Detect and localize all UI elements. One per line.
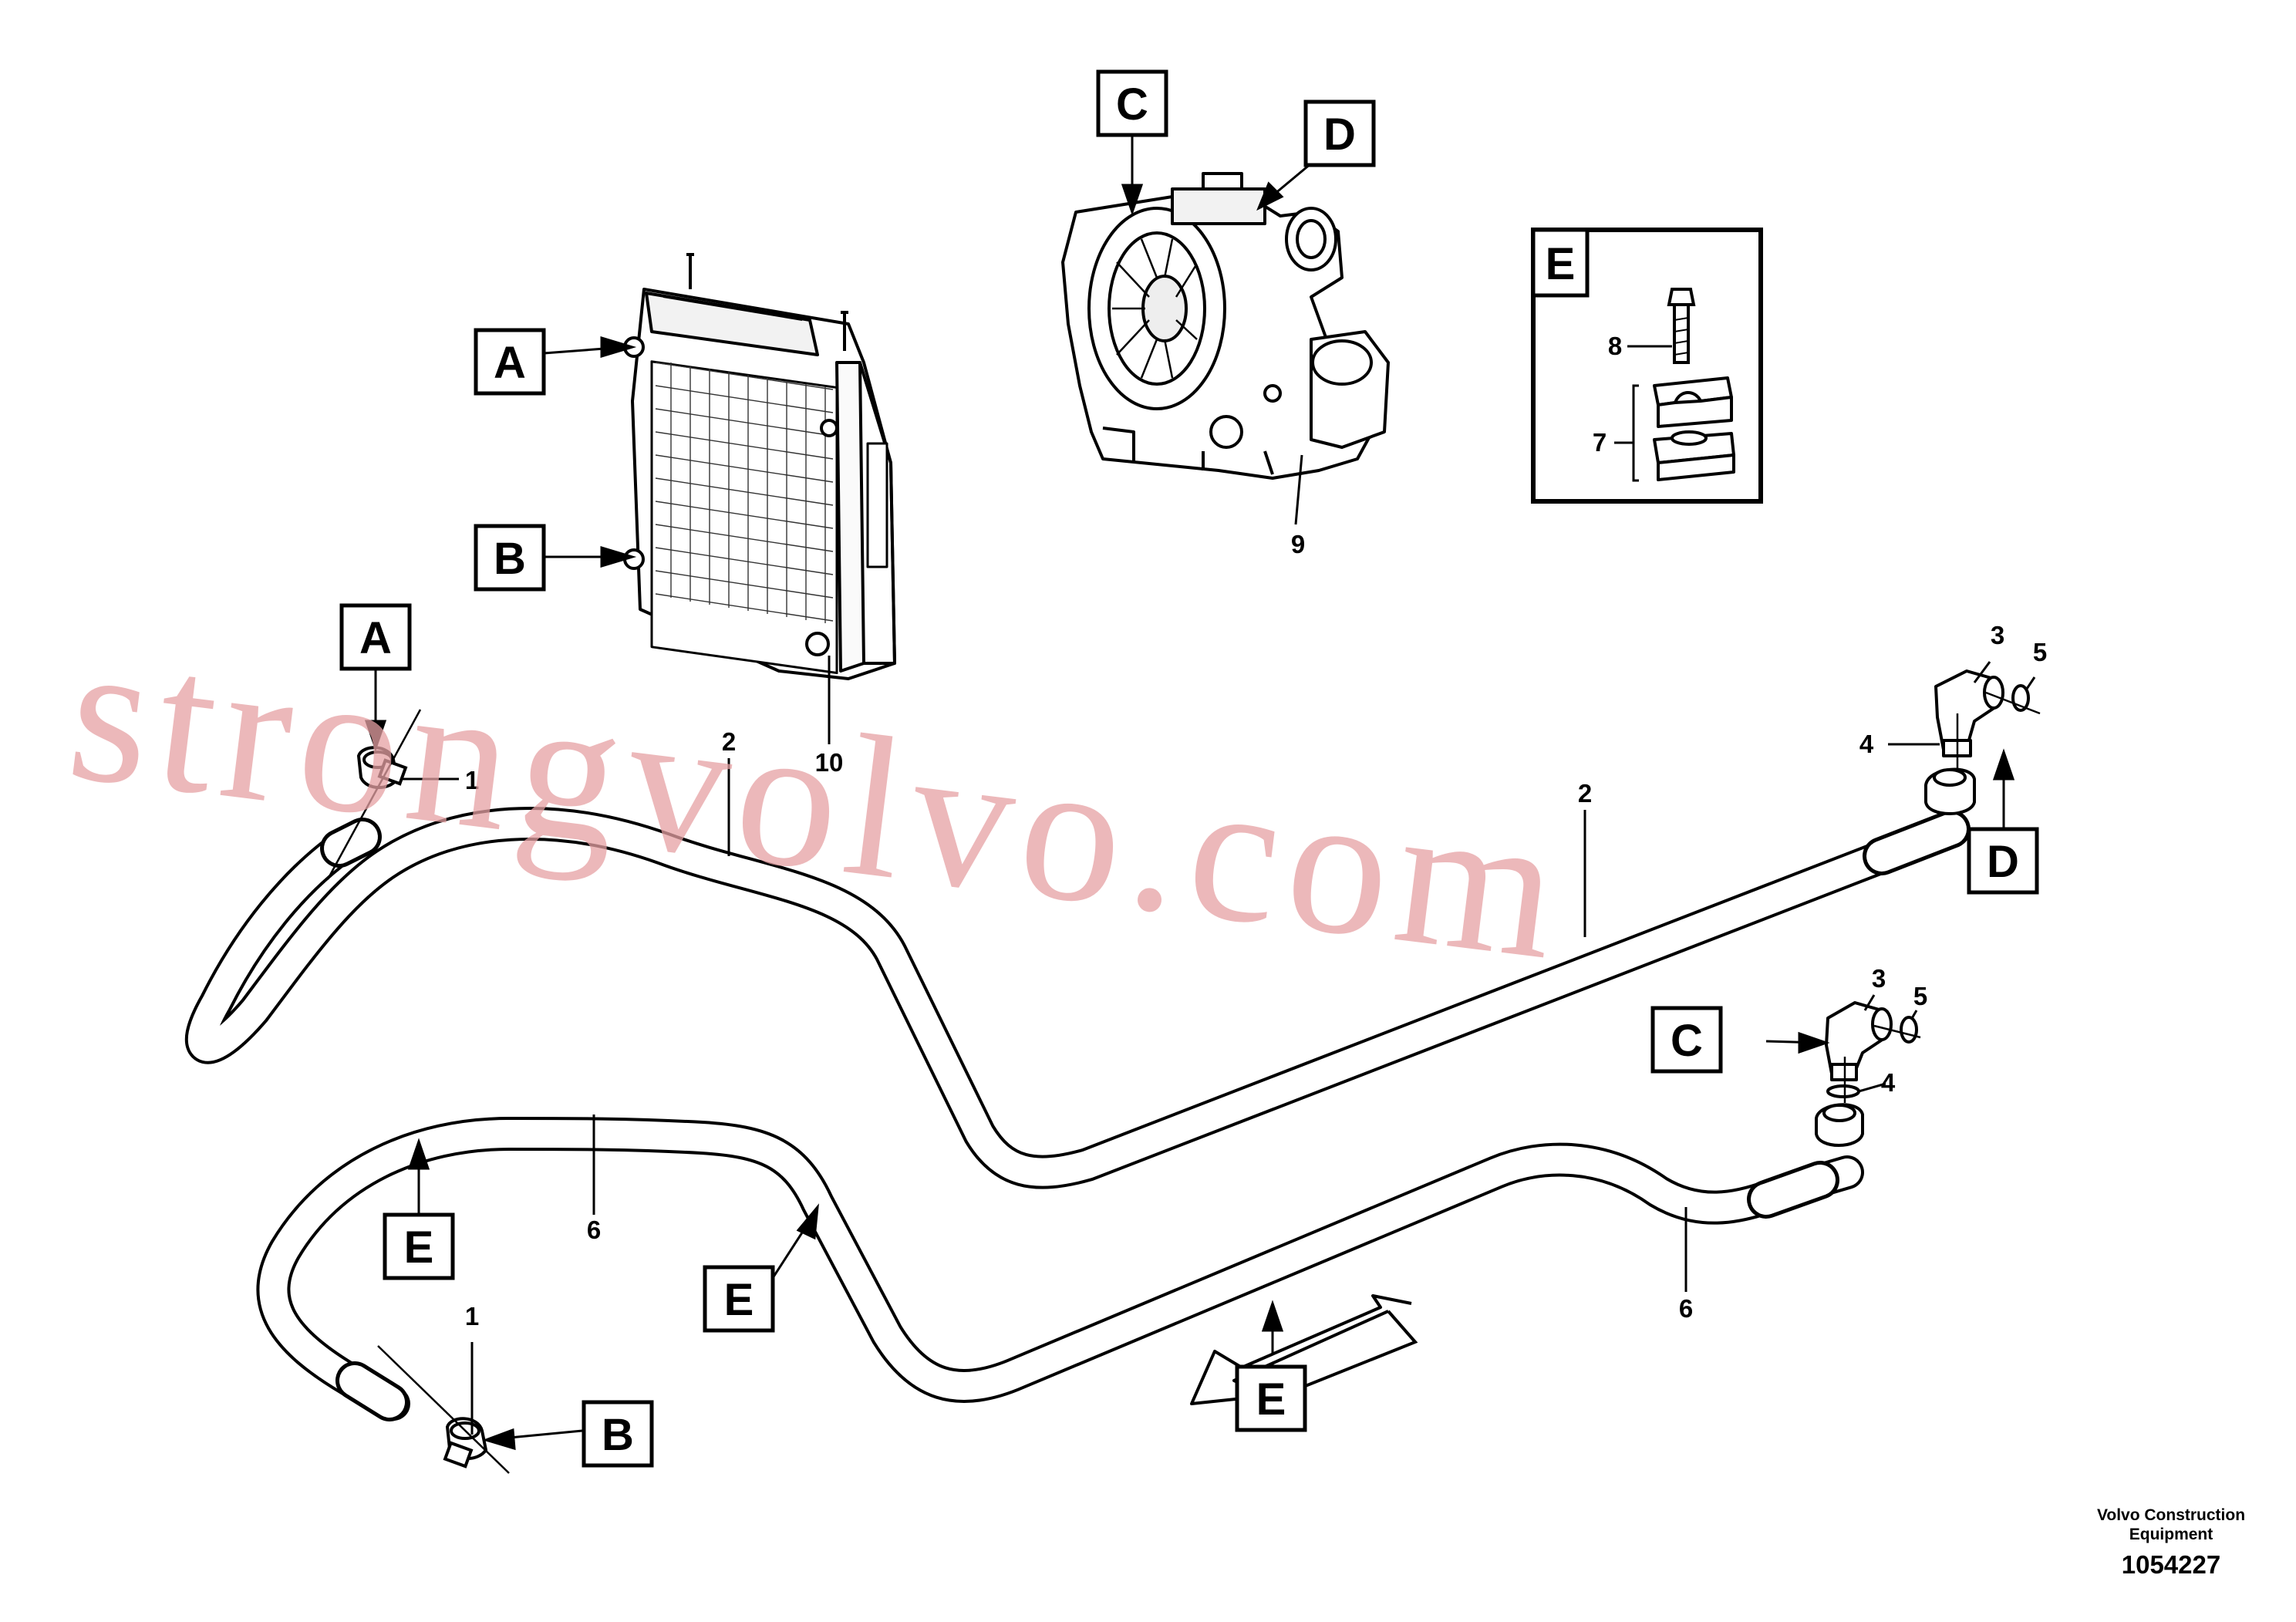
part-label-2-right: 2 [1578, 779, 1592, 808]
callout-d-fitting: D [1987, 837, 2019, 887]
callout-a-hose: A [359, 613, 392, 663]
part-label-7: 7 [1593, 428, 1607, 457]
callout-c-engine-box [1096, 69, 1168, 137]
callout-e-left-box [383, 1212, 455, 1280]
elbow-fitting-mid [1815, 1001, 1918, 1147]
oil-cooler-radiator [623, 253, 896, 680]
part-label-1-bottom: 1 [465, 1302, 479, 1330]
hose-clamp-bottom [443, 1417, 488, 1469]
part-label-6-right: 6 [1679, 1294, 1693, 1323]
part-leaders [401, 454, 2036, 1435]
bolt-part-8 [1667, 288, 1696, 364]
callout-c-engine: C [1116, 79, 1148, 130]
part-label-8: 8 [1608, 332, 1622, 360]
callout-e-left: E [404, 1222, 434, 1273]
callout-e-mid: E [724, 1275, 754, 1325]
callout-letters: A B C D A B C D E E E [359, 79, 2019, 1460]
part-label-3-top: 3 [1991, 621, 2004, 649]
callout-a-radiator: A [494, 338, 526, 388]
callout-d-engine: D [1323, 110, 1356, 160]
clamp-part-7 [1653, 376, 1735, 481]
part-labels: 1 1 2 2 3 3 4 4 5 5 6 6 9 10 [465, 530, 2047, 1330]
callout-e-bottom-box [1235, 1364, 1307, 1432]
part-label-6-left: 6 [587, 1216, 601, 1244]
part-label-2-top: 2 [722, 727, 736, 756]
part-label-1-top: 1 [465, 766, 479, 794]
part-label-4-mid: 4 [1881, 1068, 1896, 1097]
callout-boxes [339, 69, 2039, 1468]
callout-b-radiator: B [494, 534, 526, 584]
callout-c-fitting-box [1650, 1006, 1723, 1074]
leader-lines [364, 133, 2015, 1451]
callout-b-radiator-box [474, 524, 546, 592]
center-lines [326, 691, 2041, 1474]
callout-b-hose: B [602, 1410, 634, 1460]
callout-d-engine-box [1303, 99, 1376, 167]
hose-clamp-top [356, 746, 408, 789]
document-number: 1054227 [2122, 1550, 2220, 1579]
footer: Volvo Construction Equipment 1054227 [2097, 1506, 2245, 1579]
callout-b-hose-box [582, 1400, 654, 1468]
callout-e-bottom: E [1256, 1374, 1286, 1425]
part-label-9: 9 [1291, 530, 1305, 558]
part-label-4-top: 4 [1859, 730, 1874, 758]
part-label-5-top: 5 [2033, 638, 2047, 666]
part-label-3-mid: 3 [1872, 964, 1886, 993]
callout-a-hose-box [339, 603, 412, 671]
hose-part-6 [256, 1117, 1864, 1421]
elbow-fitting-top [1924, 669, 2030, 815]
part-label-10: 10 [815, 748, 844, 777]
footer-company-line1: Volvo Construction [2097, 1506, 2245, 1524]
hose-part-2 [184, 807, 1971, 1189]
callout-c-fitting: C [1671, 1016, 1703, 1066]
callout-e-detail: E [1546, 239, 1576, 289]
footer-company-line2: Equipment [2129, 1526, 2213, 1543]
callout-e-mid-box [703, 1265, 775, 1333]
detail-box-e: E 8 7 [1531, 228, 1763, 504]
detail-box-e-tag [1531, 228, 1590, 298]
hoses [184, 807, 1971, 1421]
part-label-5-mid: 5 [1913, 982, 1927, 1010]
callout-a-radiator-box [474, 328, 546, 396]
callout-d-fitting-box [1967, 827, 2039, 895]
engine-pump-assembly [1061, 172, 1390, 480]
